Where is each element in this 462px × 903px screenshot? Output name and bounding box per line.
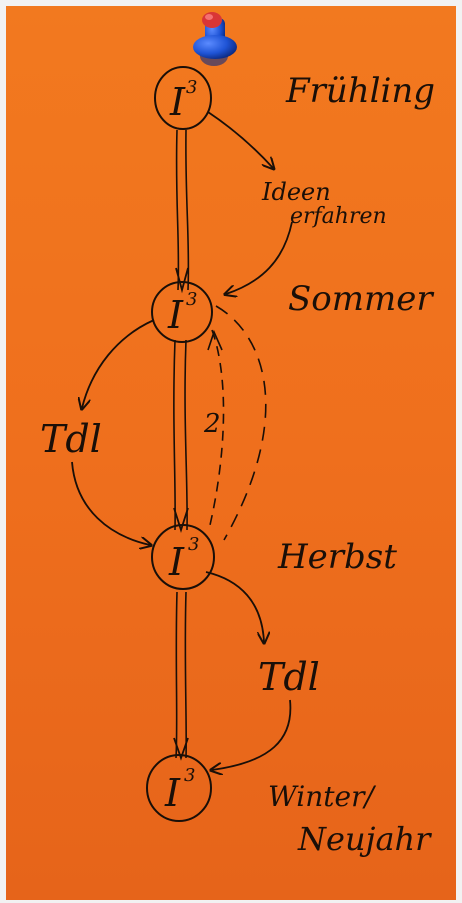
node-spring: I 3 xyxy=(154,66,212,130)
node-autumn: I 3 xyxy=(151,524,215,590)
label-spring: Frühling xyxy=(285,71,435,111)
arrow-tdl-right-winter xyxy=(212,699,292,770)
node-label: I xyxy=(164,771,181,815)
node-label: I xyxy=(168,540,185,584)
label-ideas-line2: erfahren xyxy=(290,204,387,229)
arrow-autumn-tdl-right xyxy=(205,571,264,642)
push-pin-icon xyxy=(193,12,237,66)
label-summer: Sommer xyxy=(288,279,434,319)
arrows xyxy=(71,111,293,770)
arrow-summer-tdl-left xyxy=(82,319,155,408)
label-winter-line1: Winter/ xyxy=(268,780,376,813)
node-exponent: 3 xyxy=(186,77,197,98)
label-tdl-left: Tdl xyxy=(40,417,102,461)
dashed-number: 2 xyxy=(203,409,221,439)
node-exponent: 3 xyxy=(184,765,195,786)
arrow-tdl-left-autumn xyxy=(71,461,150,545)
node-label: I xyxy=(169,80,186,124)
label-ideas-line1: Ideen xyxy=(261,178,331,206)
node-exponent: 3 xyxy=(188,534,199,555)
node-summer: I 3 xyxy=(151,281,213,343)
label-winter-line2: Neujahr xyxy=(297,820,432,858)
node-exponent: 3 xyxy=(186,289,197,310)
dashed-loop xyxy=(207,305,267,541)
node-label: I xyxy=(167,293,184,337)
arrow-ideas-summer xyxy=(226,221,293,294)
orange-paper xyxy=(6,6,456,900)
label-autumn: Herbst xyxy=(277,537,397,577)
label-tdl-right: Tdl xyxy=(258,655,320,699)
arrow-spring-ideas xyxy=(207,111,273,168)
